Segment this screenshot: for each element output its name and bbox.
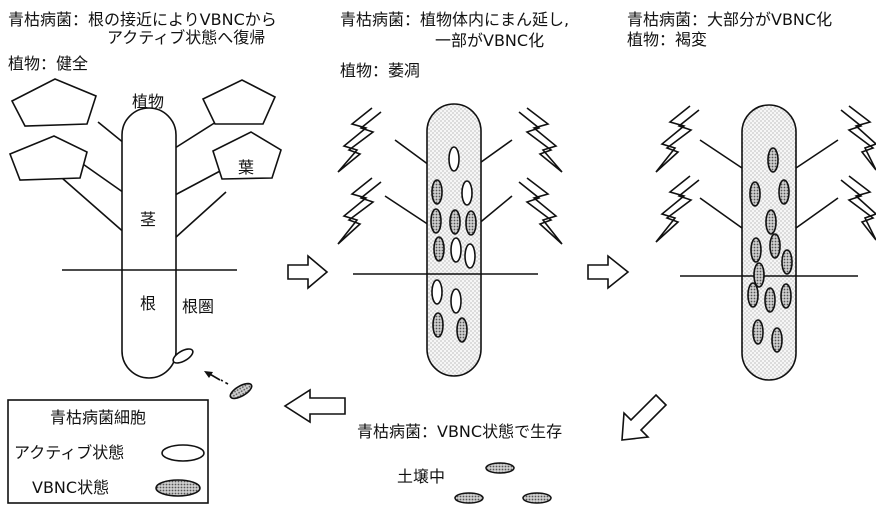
arrow-left [283,388,346,424]
arrow-right-2 [587,254,630,290]
label-root: 根 [140,294,157,313]
legend-box [7,399,209,504]
soil-cells [454,462,552,504]
legend-vbnc-swatch [155,479,201,497]
stage3-plant-state: 植物：褐変 [627,30,708,49]
legend-active-label: アクティブ状態 [14,443,125,462]
label-leaf: 葉 [238,158,255,177]
leaf-shape [10,78,97,127]
wilting-plant [337,103,563,377]
arrow-right-1 [287,254,329,290]
stage2-title-line2: 一部がVBNC化 [435,31,545,50]
leaf-shape [201,79,277,125]
legend-title: 青枯病菌細胞 [50,408,147,427]
arrows [283,254,668,441]
stem-root [121,107,177,379]
label-plant: 植物 [132,92,165,111]
legend-vbnc-label: VBNC状態 [32,478,110,497]
stage1-plant-state: 植物：健全 [8,54,89,73]
vbnc-cell [229,382,253,400]
arrow-down-left [621,393,668,441]
cells-stage2 [430,146,477,343]
label-stem: 茎 [140,210,157,229]
stage2-title-line1: 青枯病菌：植物体内にまん延し, [340,10,570,29]
healthy-plant [8,78,282,400]
leaf-shape [8,135,88,181]
legend-active-swatch [161,444,205,462]
stage2-plant-state: 植物：萎凋 [340,61,421,80]
cells-stage3 [747,147,793,353]
label-rhizosphere: 根圏 [182,297,215,316]
soil-status-text: 青枯病菌：VBNC状態で生存 [357,422,563,441]
stage1-title-line2: アクティブ状態へ復帰 [107,28,266,47]
soil-label: 土壌中 [397,467,446,486]
stage3-title-line1: 青枯病菌：大部分がVBNC化 [627,10,833,29]
browned-plant [655,104,876,381]
active-cell [172,348,194,364]
leaf-shape [212,131,282,180]
stage1-title-line1: 青枯病菌：根の接近によりVBNCから [8,10,277,29]
